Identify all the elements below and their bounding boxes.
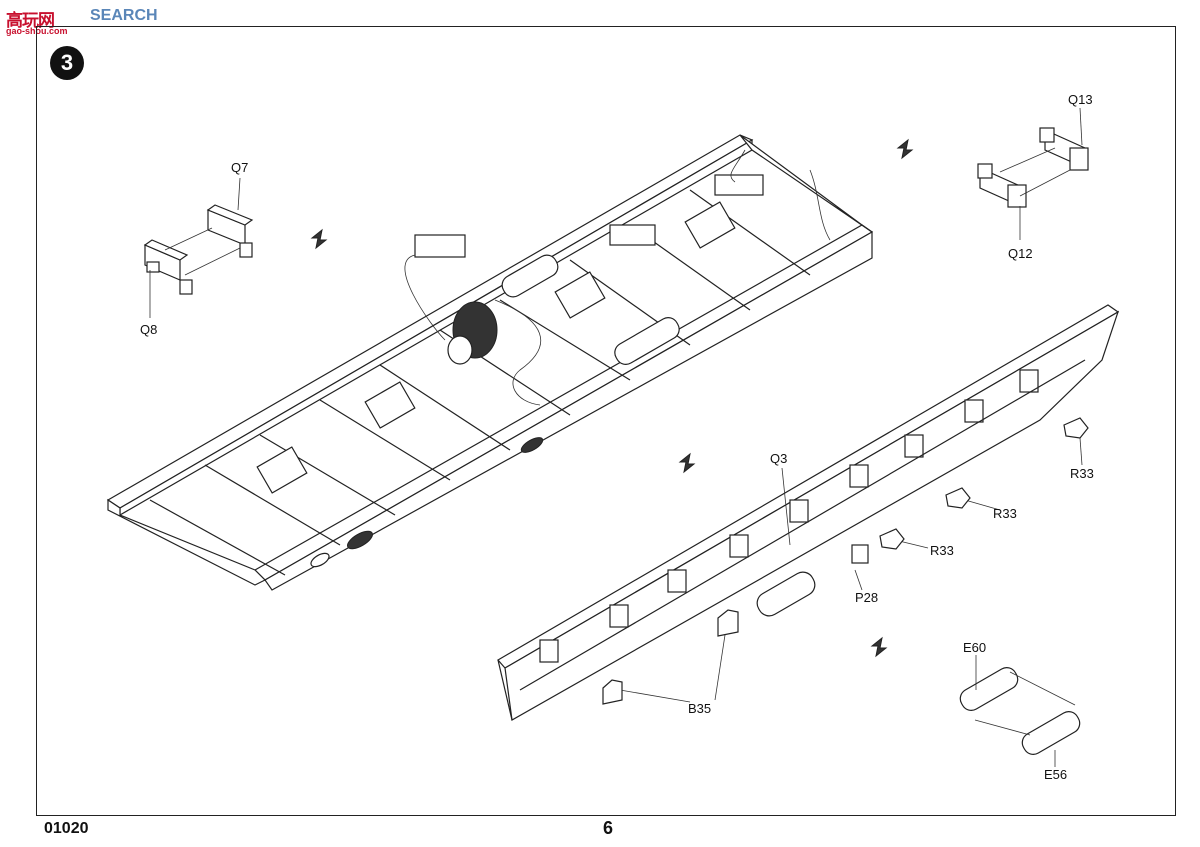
label-r33-c: R33 xyxy=(930,543,954,558)
label-q7: Q7 xyxy=(231,160,248,175)
part-p28 xyxy=(851,544,869,564)
watermark-search: SEARCH xyxy=(90,7,158,24)
label-e56: E56 xyxy=(1044,767,1067,782)
page-number: 6 xyxy=(603,818,614,838)
bracket-q12-q13 xyxy=(977,107,1089,240)
label-e60: E60 xyxy=(963,640,986,655)
part-b35-b xyxy=(717,609,739,637)
label-r33-b: R33 xyxy=(993,506,1017,521)
direction-arrow-1 xyxy=(310,228,328,250)
part-r33-c xyxy=(879,528,905,550)
direction-arrow-3 xyxy=(678,452,696,474)
bracket-q7-q8 xyxy=(143,177,254,318)
part-e60-e56 xyxy=(959,655,1081,767)
label-b35: B35 xyxy=(688,701,711,716)
label-q8: Q8 xyxy=(140,322,157,337)
product-code: 01020 xyxy=(44,820,89,837)
side-rail xyxy=(497,304,1120,721)
part-b35-a xyxy=(602,679,623,705)
part-r33-b xyxy=(945,487,971,509)
step-number-badge: 3 xyxy=(50,46,84,80)
label-r33-a: R33 xyxy=(1070,466,1094,481)
label-q12: Q12 xyxy=(1008,246,1033,261)
label-p28: P28 xyxy=(855,590,878,605)
chassis-frame xyxy=(106,134,874,591)
direction-arrow-4 xyxy=(870,636,888,658)
part-r33-a xyxy=(1063,417,1089,439)
label-q3: Q3 xyxy=(770,451,787,466)
label-q13: Q13 xyxy=(1068,92,1093,107)
direction-arrow-2 xyxy=(896,138,914,160)
diagram-frame xyxy=(36,26,1176,816)
